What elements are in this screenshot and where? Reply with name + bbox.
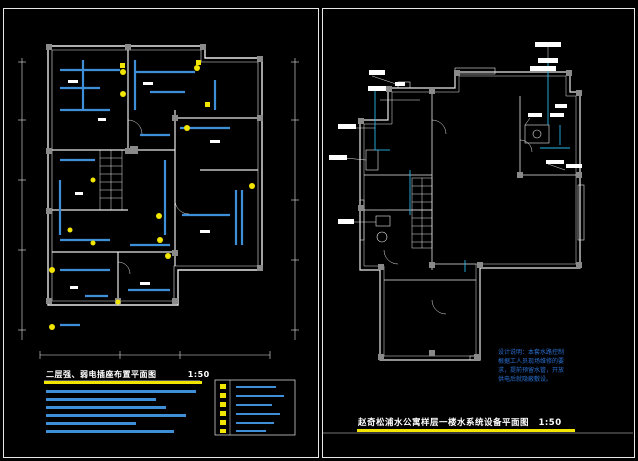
left-title-text: 二层强、弱电插座布置平面图 xyxy=(46,370,157,379)
right-windows xyxy=(359,67,585,361)
legend-table xyxy=(214,379,296,436)
left-stair xyxy=(99,149,123,211)
legend-symbols xyxy=(220,384,226,433)
left-columns xyxy=(46,44,263,304)
left-doors xyxy=(117,119,190,275)
right-fixtures xyxy=(365,81,550,243)
right-floor-plan xyxy=(329,42,585,361)
right-callout-leaders xyxy=(344,46,566,223)
left-floor-plan xyxy=(18,44,299,359)
right-drawing-sheet xyxy=(322,8,635,458)
right-title-text: 赵奇松浦水公寓样层一楼水系统设备平面图 xyxy=(358,418,530,428)
legend-descriptions xyxy=(236,386,284,432)
left-title-underline xyxy=(44,381,202,384)
left-wiring xyxy=(58,60,244,327)
design-notes: 设计说明：本套水路控制 根据工人员现场维修的要 求，提前预留水管，开放 供电后就… xyxy=(498,349,565,383)
right-scale-text: 1:50 xyxy=(538,418,562,428)
right-doors xyxy=(383,119,533,315)
left-drawing-title: 二层强、弱电插座布置平面图 1:50 xyxy=(46,370,210,380)
left-socket-symbols xyxy=(49,60,255,330)
spec-text-lines xyxy=(46,390,196,433)
right-drawing-title: 赵奇松浦水公寓样层一楼水系统设备平面图 1:50 xyxy=(358,418,562,428)
right-columns xyxy=(358,70,582,360)
left-drawing-sheet xyxy=(3,8,319,458)
right-stair xyxy=(411,177,433,249)
right-title-underline xyxy=(357,429,575,432)
left-label-tags xyxy=(68,80,220,289)
right-callout-tags xyxy=(329,42,582,224)
left-legend xyxy=(44,379,296,436)
left-scale-text: 1:50 xyxy=(187,370,210,379)
left-dimension-lines xyxy=(18,58,299,359)
right-outer-wall xyxy=(359,71,581,361)
